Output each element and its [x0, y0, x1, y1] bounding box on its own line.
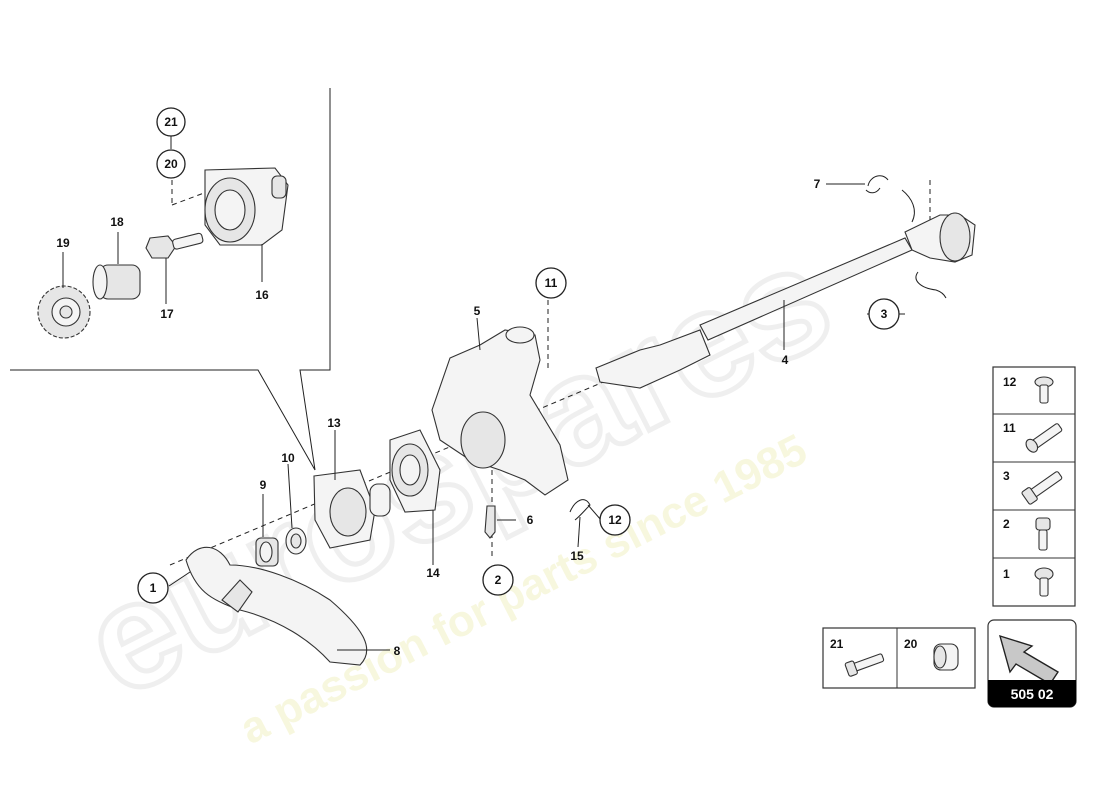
- legend-cell-20[interactable]: 20: [904, 637, 959, 671]
- label-10: 10: [281, 451, 295, 465]
- legend-row-3[interactable]: 3: [1003, 469, 1064, 505]
- page-navigation[interactable]: 505 02: [987, 619, 1077, 708]
- legend-row-2[interactable]: 2: [1003, 517, 1051, 551]
- bottom-legend: 21 20: [822, 627, 976, 689]
- label-14: 14: [426, 566, 440, 580]
- svg-text:21: 21: [830, 637, 844, 651]
- nut-9: [255, 537, 279, 567]
- legend-cell-21[interactable]: 21: [830, 637, 885, 677]
- svg-text:1: 1: [1003, 567, 1010, 581]
- watermark: eurospares a passion for parts since 198…: [56, 209, 858, 754]
- brake-shield-8: [185, 546, 368, 666]
- arrow-icon: [998, 634, 1059, 685]
- svg-text:3: 3: [881, 307, 888, 321]
- clip-15: [569, 499, 591, 521]
- bushing-20-icon: [933, 643, 959, 671]
- bolt-2-icon: [1035, 517, 1051, 551]
- svg-text:11: 11: [545, 276, 558, 290]
- washer-10: [285, 527, 307, 555]
- inset-frame: [10, 88, 331, 471]
- label-13: 13: [327, 416, 341, 430]
- bolt-11-icon: [1025, 423, 1063, 453]
- label-7: 7: [814, 177, 821, 191]
- label-15: 15: [570, 549, 584, 563]
- gear-19: [37, 285, 91, 339]
- bolt-12-icon: [1034, 376, 1054, 404]
- legend-row-1[interactable]: 1: [1003, 567, 1054, 597]
- sensor-6: [484, 505, 496, 539]
- drive-shaft-4: [595, 212, 976, 389]
- label-16: 16: [255, 288, 269, 302]
- hub-13: [313, 469, 391, 549]
- svg-text:12: 12: [1003, 375, 1017, 389]
- label-19: 19: [56, 236, 70, 250]
- label-4: 4: [782, 353, 789, 367]
- label-5: 5: [474, 304, 481, 318]
- hub-bolt-17: [145, 232, 204, 259]
- callout-1[interactable]: 1: [137, 572, 169, 604]
- svg-text:2: 2: [1003, 517, 1010, 531]
- wheel-hub-16: [204, 167, 289, 246]
- callout-12[interactable]: 12: [599, 504, 631, 536]
- svg-text:21: 21: [164, 115, 178, 129]
- circlip-3: [915, 271, 947, 299]
- fastener-legend: 12 11 3 2: [992, 366, 1076, 607]
- wheel-bearing-14: [389, 429, 441, 513]
- bearing-18: [92, 264, 141, 300]
- legend-row-12[interactable]: 12: [1003, 375, 1054, 404]
- label-6: 6: [527, 513, 534, 527]
- callout-20[interactable]: 20: [156, 149, 186, 179]
- label-8: 8: [394, 644, 401, 658]
- leader-lines: [62, 135, 905, 651]
- svg-text:12: 12: [608, 513, 622, 527]
- callout-11[interactable]: 11: [535, 267, 567, 299]
- circlip-7: [865, 175, 915, 223]
- wheel-carrier-5: [431, 326, 569, 496]
- svg-text:20: 20: [164, 157, 178, 171]
- svg-text:20: 20: [904, 637, 918, 651]
- label-17: 17: [160, 307, 174, 321]
- bolt-1-icon: [1034, 567, 1054, 597]
- callout-3[interactable]: 3: [868, 298, 900, 330]
- page-code: 505 02: [1011, 686, 1054, 702]
- callout-21[interactable]: 21: [156, 107, 186, 137]
- svg-text:2: 2: [495, 573, 502, 587]
- svg-text:3: 3: [1003, 469, 1010, 483]
- bolt-3-icon: [1021, 471, 1063, 505]
- svg-text:11: 11: [1003, 421, 1016, 435]
- svg-text:1: 1: [150, 581, 157, 595]
- bolt-21-icon: [844, 653, 885, 677]
- label-9: 9: [260, 478, 267, 492]
- label-18: 18: [110, 215, 124, 229]
- legend-row-11[interactable]: 11: [1003, 421, 1064, 455]
- callout-2[interactable]: 2: [482, 564, 514, 596]
